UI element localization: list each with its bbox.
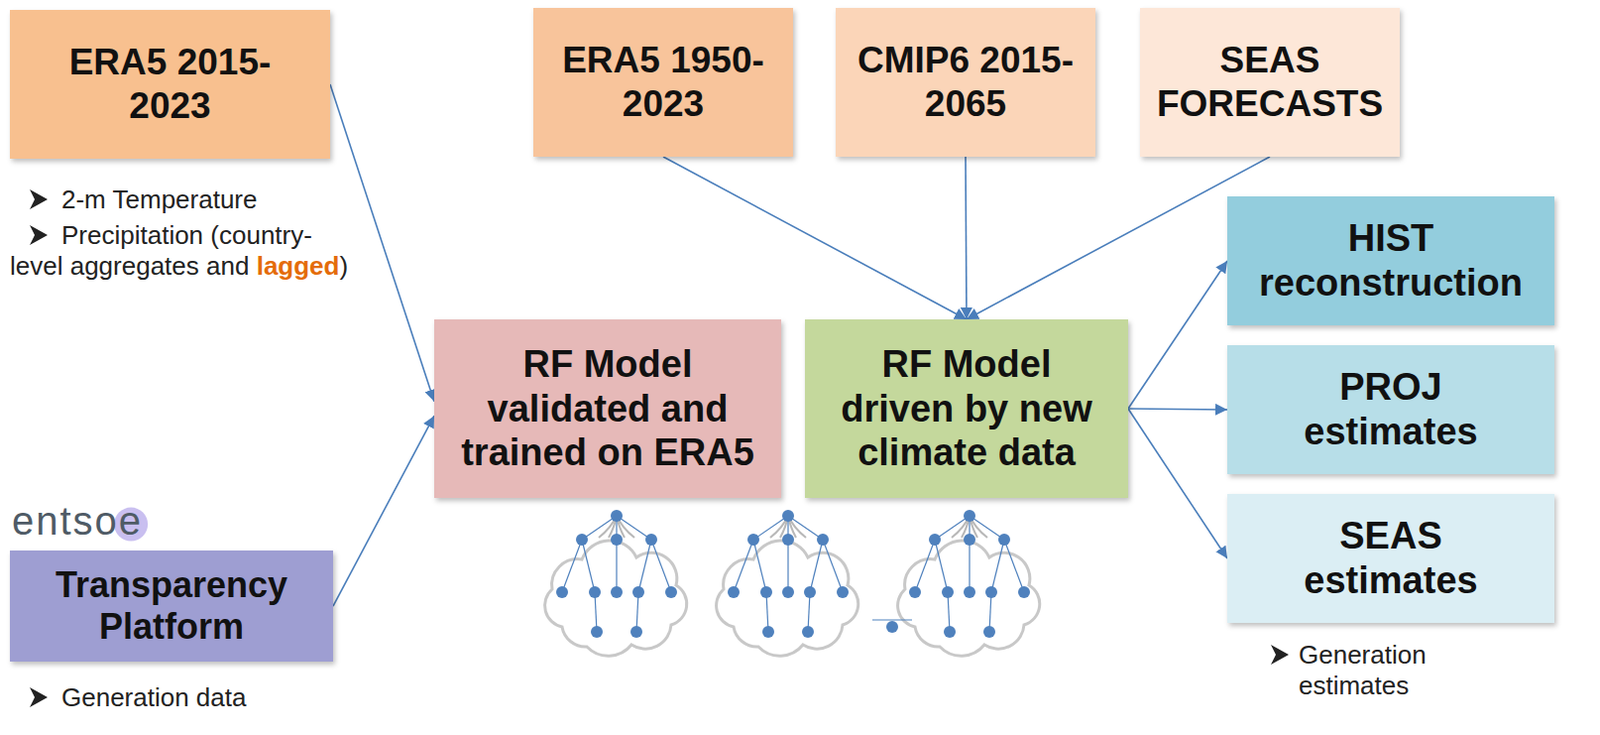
box-title: RF Model driven by new climate data [827,342,1106,475]
box-title: ERA5 2015-2023 [56,40,285,127]
bullet-arrow [29,225,48,245]
output-box: SEAS estimates [1227,493,1555,623]
platform-box: Transparency Platform [9,550,334,662]
input-box: CMIP6 2015-2065 [835,7,1096,157]
connector-arrow [1128,408,1228,410]
bullet-text: Generation estimates [1298,639,1517,701]
box-title: SEAS estimates [1266,513,1515,603]
bullet-text: Precipitation (country-level aggregates … [9,220,352,282]
bullet-text: lagged [256,250,341,281]
logo-text: entsoe [11,497,143,545]
bullet-text: ) [339,250,348,281]
connector-arrow [1128,408,1228,559]
tree-icon [545,509,687,656]
input-box: SEAS FORECASTS [1140,7,1400,157]
box-title: SEAS FORECASTS [1149,38,1390,125]
box-title: ERA5 1950-2023 [549,38,778,125]
tree-icon [898,509,1040,656]
model-box: RF Model driven by new climate data [804,319,1129,498]
connector-arrow [663,156,967,320]
connector-arrow [965,156,967,320]
connector-arrow [1128,260,1228,409]
connector-arrow [333,415,435,606]
box-title: RF Model validated and trained on ERA5 [458,342,757,475]
random-forest-icons [545,509,1040,656]
bullet-arrow [1270,644,1289,665]
box-title: Transparency Platform [19,564,324,649]
bullet-text: 2-m Temperature [61,184,258,216]
connector-arrow [330,84,435,402]
connector-arrow [966,156,1270,320]
box-title: CMIP6 2015-2065 [851,38,1080,125]
bullet-text: Generation data [61,682,246,713]
output-box: HIST reconstruction [1227,196,1555,326]
model-box: RF Model validated and trained on ERA5 [434,319,782,498]
output-box: PROJ estimates [1227,344,1555,474]
bullet-arrow [29,189,48,210]
input-box: ERA5 2015-2023 [9,9,331,159]
input-box: ERA5 1950-2023 [533,7,794,157]
tree-icon [716,509,859,656]
source-box: entsoeTransparency Platform [9,495,334,662]
box-title: PROJ estimates [1266,364,1515,455]
bullet-arrow [29,686,48,707]
box-title: HIST reconstruction [1237,216,1545,306]
